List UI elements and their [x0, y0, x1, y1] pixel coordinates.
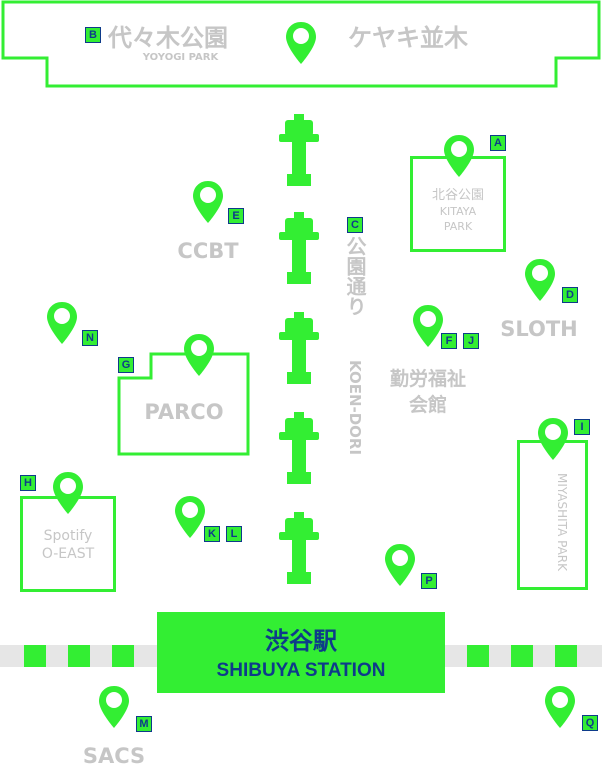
badge-f[interactable]: F	[441, 333, 457, 349]
kinro-name-1: 勤労福祉	[389, 368, 466, 390]
location-pin-icon[interactable]	[182, 332, 216, 378]
kitaya-name-jp: 北谷公園	[431, 188, 484, 203]
location-pin-icon[interactable]	[97, 684, 131, 730]
road-name-en: KOEN-DORI	[346, 360, 364, 456]
badge-k[interactable]: K	[204, 526, 220, 542]
location-pin-icon[interactable]	[284, 20, 318, 66]
rail-block	[112, 645, 134, 667]
rail-block	[555, 645, 577, 667]
badge-q[interactable]: Q	[582, 715, 598, 731]
shibuya-station[interactable]: 渋谷駅 SHIBUYA STATION	[157, 612, 445, 693]
kinro-name-2: 会館	[408, 394, 447, 416]
location-pin-icon[interactable]	[191, 179, 225, 225]
badge-m[interactable]: M	[136, 716, 152, 732]
location-pin-icon[interactable]	[383, 542, 417, 588]
road-name-jp: 公園通り	[343, 236, 367, 316]
badge-c[interactable]: C	[347, 217, 363, 233]
location-pin-icon[interactable]	[51, 470, 85, 516]
location-pin-icon[interactable]	[442, 133, 476, 179]
park-name-en: YOYOGI PARK	[142, 52, 219, 63]
location-pin-icon[interactable]	[523, 257, 557, 303]
location-pin-icon[interactable]	[543, 684, 577, 730]
rail-block	[68, 645, 90, 667]
spotify-name-1: Spotify	[43, 528, 93, 544]
street-name: ケヤキ並木	[348, 24, 468, 52]
park-banner	[0, 0, 602, 90]
ccbt-name: CCBT	[177, 239, 239, 263]
rail-block	[24, 645, 46, 667]
badge-i[interactable]: I	[574, 419, 590, 435]
badge-e[interactable]: E	[228, 208, 244, 224]
location-pin-icon[interactable]	[411, 303, 445, 349]
station-name-jp: 渋谷駅	[265, 627, 337, 655]
kitaya-name-en2: PARK	[443, 220, 473, 233]
badge-a[interactable]: A	[490, 135, 506, 151]
location-pin-icon[interactable]	[45, 300, 79, 346]
badge-d[interactable]: D	[562, 287, 578, 303]
tree-icon	[279, 312, 319, 384]
location-pin-icon[interactable]	[536, 416, 570, 462]
sloth-name: SLOTH	[500, 317, 578, 341]
parco-name: PARCO	[144, 400, 224, 424]
badge-l[interactable]: L	[226, 526, 242, 542]
badge-g[interactable]: G	[118, 357, 134, 373]
tree-icon	[279, 412, 319, 484]
park-banner-outline	[1, 0, 601, 88]
badge-h[interactable]: H	[20, 475, 36, 491]
location-pin-icon[interactable]	[173, 494, 207, 540]
kitaya-name-en1: KITAYA	[439, 205, 477, 218]
tree-icon	[279, 114, 319, 186]
rail-block	[467, 645, 489, 667]
tree-icon	[279, 212, 319, 284]
badge-n[interactable]: N	[82, 330, 98, 346]
badge-b[interactable]: B	[85, 27, 101, 43]
sacs-name: SACS	[82, 744, 146, 768]
tree-icon	[279, 512, 319, 584]
miyashita-name: MIYASHITA PARK	[555, 473, 569, 571]
badge-j[interactable]: J	[463, 333, 479, 349]
badge-p[interactable]: P	[421, 573, 437, 589]
rail-block	[511, 645, 533, 667]
station-name-en: SHIBUYA STATION	[216, 660, 386, 681]
parco-outline	[117, 352, 250, 456]
spotify-name-2: O-EAST	[41, 546, 95, 562]
park-name-jp: 代々木公園	[108, 24, 228, 52]
